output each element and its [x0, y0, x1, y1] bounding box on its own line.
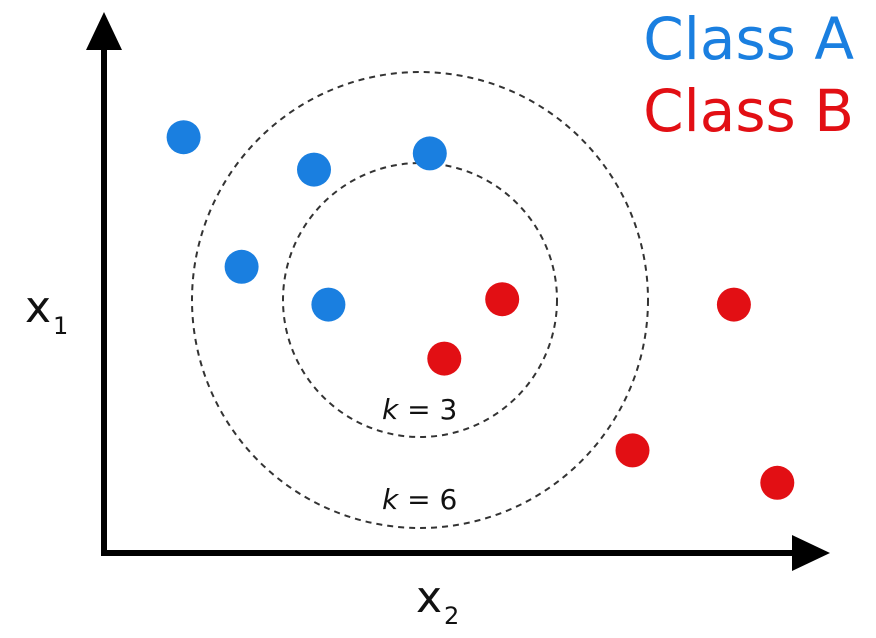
inner-circle-label-value: = 3	[398, 393, 458, 426]
class-b-point-3	[716, 287, 751, 322]
class-b-point-4	[615, 433, 650, 468]
inner-neighborhood-circle	[282, 162, 558, 438]
x2-axis-label-subscript: 2	[444, 602, 460, 630]
outer-circle-label-var: k	[382, 483, 399, 516]
x1-axis-label-subscript: 1	[53, 312, 69, 340]
x2-axis-label-main: x	[416, 572, 443, 623]
inner-circle-label: k = 3	[382, 396, 457, 424]
class-b-point-5	[760, 465, 795, 500]
legend-class-a: Class A	[643, 5, 854, 73]
outer-neighborhood-circle	[191, 71, 649, 529]
legend-class-b: Class B	[643, 77, 854, 145]
class-a-point-1	[166, 120, 201, 155]
class-b-point-2	[427, 341, 462, 376]
class-a-point-3	[412, 136, 447, 171]
class-b-point-1	[485, 282, 520, 317]
class-a-point-5	[311, 287, 346, 322]
inner-circle-label-var: k	[382, 393, 399, 426]
data-points	[166, 120, 795, 500]
class-a-point-4	[224, 249, 259, 284]
x2-axis-arrowhead	[792, 535, 830, 571]
x2-axis-label: x2	[416, 576, 459, 629]
x1-axis-label: x1	[25, 286, 68, 339]
x1-axis-arrowhead	[86, 12, 122, 50]
x1-axis-label-main: x	[25, 282, 52, 333]
outer-circle-label-value: = 6	[398, 483, 458, 516]
outer-circle-label: k = 6	[382, 486, 457, 514]
class-a-point-2	[297, 152, 331, 187]
